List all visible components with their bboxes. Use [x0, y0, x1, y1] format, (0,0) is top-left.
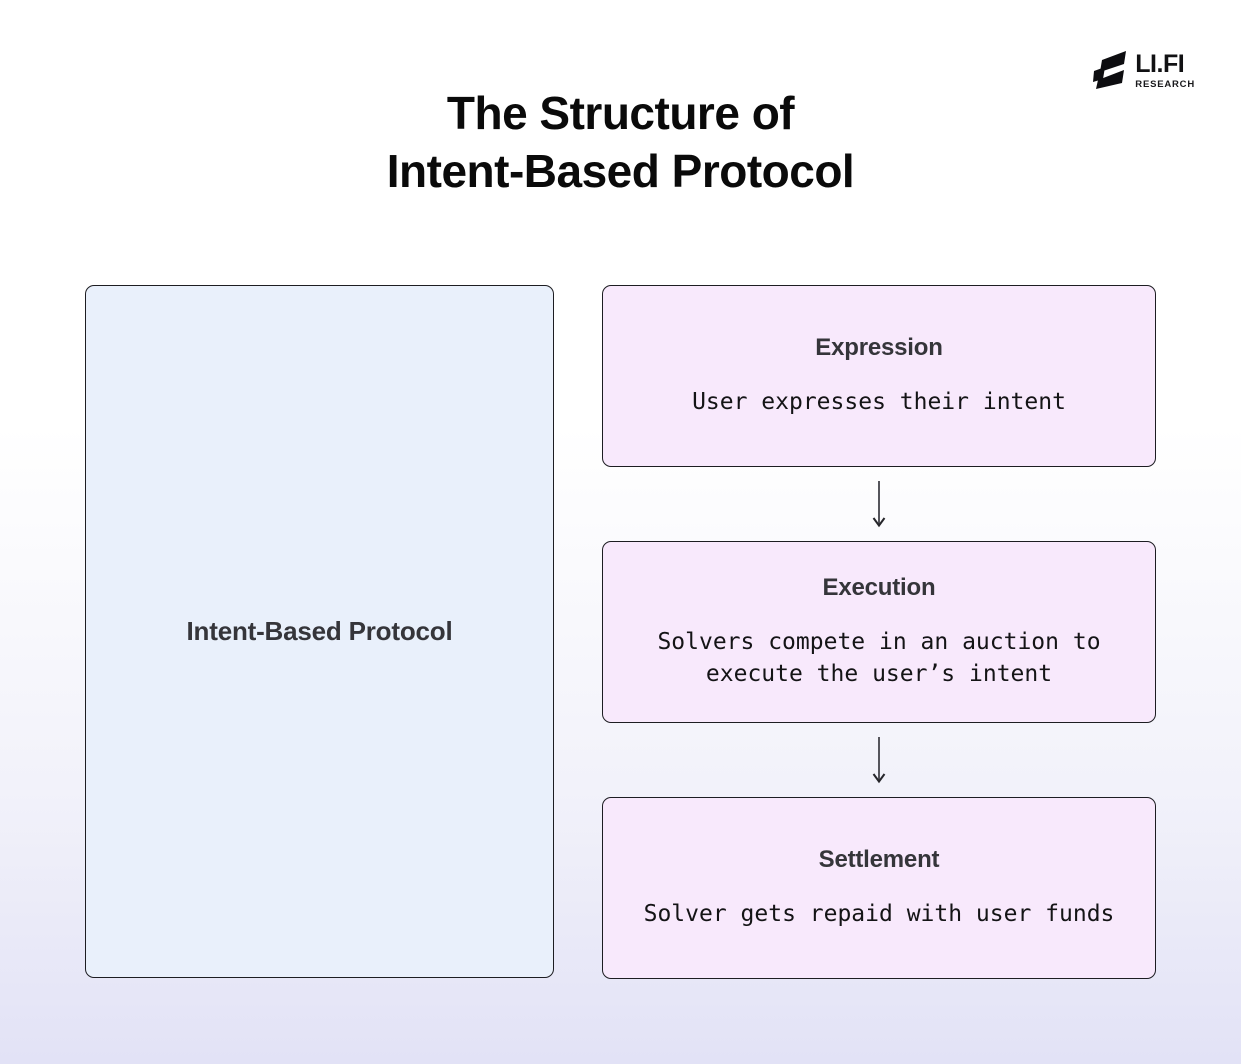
lifi-logo-icon — [1093, 51, 1127, 89]
logo-brand-text: LI.FI — [1135, 50, 1185, 78]
stage-description-settlement: Solver gets repaid with user funds — [643, 901, 1115, 927]
stage-box-settlement: Settlement Solver gets repaid with user … — [602, 797, 1156, 979]
logo-subtitle-text: RESEARCH — [1135, 79, 1195, 90]
stage-description-expression: User expresses their intent — [692, 389, 1066, 415]
arrow-down-icon — [872, 481, 886, 528]
page-title-line-2: Intent-Based Protocol — [386, 145, 855, 197]
stage-title-execution: Execution — [822, 574, 936, 601]
stage-flow-column: Expression User expresses their intent E… — [602, 285, 1156, 979]
stage-description-execution: Solvers compete in an auction to execute… — [657, 629, 1101, 687]
intent-based-protocol-label: Intent-Based Protocol — [186, 616, 453, 646]
stage-box-execution: Execution Solvers compete in an auction … — [602, 541, 1156, 723]
page-title-line-1: The Structure of — [446, 87, 795, 139]
lifi-research-logo: LI.FI RESEARCH — [1093, 50, 1195, 90]
flow-gap-1 — [868, 467, 890, 541]
stage-title-expression: Expression — [815, 334, 943, 361]
stage-box-expression: Expression User expresses their intent — [602, 285, 1156, 467]
arrow-down-icon — [872, 737, 886, 784]
stage-title-settlement: Settlement — [818, 846, 940, 873]
intent-based-protocol-box: Intent-Based Protocol — [85, 285, 554, 978]
page-title: The Structure of Intent-Based Protocol — [0, 84, 1241, 200]
logo-text-block: LI.FI RESEARCH — [1135, 50, 1195, 91]
flow-gap-2 — [868, 723, 890, 797]
